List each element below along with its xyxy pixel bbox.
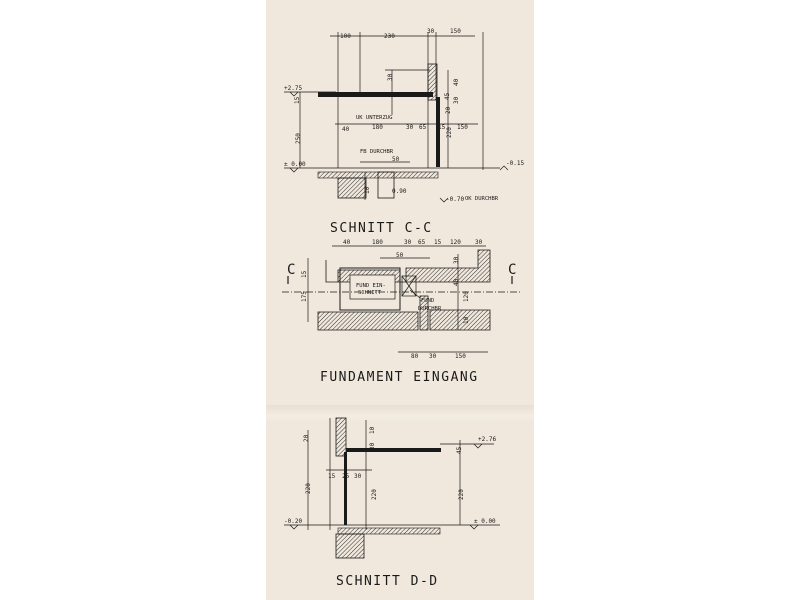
dim-label: 220 (446, 127, 453, 138)
schnitt-label: SCHNITT (358, 290, 382, 296)
dim-label: 120 (450, 239, 461, 246)
section-mark-right: C (508, 262, 516, 278)
dim-label: 15 (438, 124, 446, 131)
dim-label: 50 (396, 252, 404, 259)
level-marker (469, 524, 479, 530)
level-marker (289, 524, 299, 530)
wall-hatched (427, 63, 438, 101)
durchbruch-box (401, 275, 417, 297)
level-marker (289, 167, 299, 173)
fund-ein-label: FUND EIN- (356, 283, 386, 289)
dim-label: 65 (419, 124, 427, 131)
dim-label: 120 (463, 291, 470, 302)
dim-label: 175 (301, 291, 308, 302)
level-marker (289, 91, 299, 97)
dim-label: 180 (372, 239, 383, 246)
level-marker (473, 443, 483, 449)
uk-unterzug-label: UK UNTERZUG (356, 115, 392, 121)
dim-label: 150 (457, 124, 468, 131)
wall-edge (344, 452, 347, 525)
dim-label: 30 (453, 96, 460, 104)
foundation-hatch (337, 177, 367, 199)
dim-label: 65 (418, 239, 426, 246)
dim-label: 15 (328, 473, 336, 480)
dim-label: 50 (392, 156, 400, 163)
dim-label: 30 (354, 473, 362, 480)
dim-label: 80 (411, 353, 419, 360)
foundation-hatch (335, 533, 365, 559)
dim-label: 220 (305, 483, 312, 494)
dim-label: 10 (364, 186, 371, 194)
slab (318, 92, 433, 97)
dim-label: 20 (303, 434, 310, 442)
dim-label: 40 (453, 78, 460, 86)
dim-label: 30 (406, 124, 414, 131)
level-label: +2.75 (284, 85, 302, 92)
level-marker (439, 197, 449, 203)
paper-fold (266, 405, 534, 423)
durchbr-label: DURCHBR (418, 306, 442, 312)
fundament-plan: 40 180 30 65 15 120 30 50 FUND EIN- SCHN… (282, 239, 522, 385)
fund-einschnitt-box (349, 274, 396, 300)
dim-label: 230 (384, 33, 395, 40)
dim-label: 25 (342, 473, 350, 480)
foundation-strip-bottom (317, 311, 419, 331)
dim-label: 45 (444, 92, 451, 100)
dim-label: 30 (475, 239, 483, 246)
foundation-strip-right (429, 309, 491, 331)
dim-label: 15 (434, 239, 442, 246)
dim-label: 30 (369, 442, 376, 450)
dim-label: 30 (429, 353, 437, 360)
level-label: -0.70 (446, 196, 464, 203)
section-title: SCHNITT D-D (336, 574, 439, 589)
level-label: -0.20 (284, 518, 302, 525)
dim-label: 10 (369, 426, 376, 434)
schnitt-dd-section: 20 220 10 30 15 25 30 220 45 220 +2.76 -… (284, 417, 500, 589)
dim-label: 20 (445, 106, 452, 114)
dim-label: 40 (343, 239, 351, 246)
dim-label: 40 (342, 126, 350, 133)
dim-label: 30 (453, 256, 460, 264)
ok-durchbr-label: OK DURCHBR (465, 196, 499, 202)
dim-label: 15 (301, 270, 308, 278)
dim-label: 250 (295, 133, 302, 144)
dim-label: 15 (294, 96, 301, 104)
leader-line (409, 289, 421, 299)
section-mark-left: C (287, 262, 295, 278)
dim-label: 30 (387, 73, 394, 81)
foundation-cutout (339, 267, 401, 311)
level-label: -0.15 (506, 160, 524, 167)
dim-label: 100 (340, 33, 351, 40)
opening-outline (377, 171, 395, 199)
foundation-outline-top (325, 249, 491, 283)
dim-label: 30 (427, 28, 435, 35)
dim-label: 30 (404, 239, 412, 246)
dim-label: 45 (456, 446, 463, 454)
dim-label: 180 (372, 124, 383, 131)
foundation-post (419, 295, 429, 331)
dim-label: 150 (455, 353, 466, 360)
dim-label: 220 (371, 489, 378, 500)
level-marker (499, 165, 509, 171)
dim-label: 220 (458, 489, 465, 500)
dim-label: 0.90 (392, 188, 407, 195)
section-title: SCHNITT C-C (330, 221, 433, 236)
level-label: +2.76 (478, 436, 496, 443)
slab (346, 448, 441, 452)
dim-label: 150 (450, 28, 461, 35)
schnitt-cc-section: 100 230 30 150 +2.75 15 250 30 45 40 30 … (284, 28, 524, 236)
wall-edge (436, 97, 440, 167)
section-title: FUNDAMENT EINGANG (320, 370, 479, 385)
level-label: ± 0.00 (284, 161, 306, 168)
fb-durchbr-label: FB DURCHBR (360, 149, 394, 155)
durchbruch-cross (401, 275, 417, 297)
floor-hatch (337, 527, 441, 535)
wall-hatched (335, 417, 347, 457)
level-label: ± 0.00 (474, 518, 496, 525)
dim-label: 40 (453, 278, 460, 286)
